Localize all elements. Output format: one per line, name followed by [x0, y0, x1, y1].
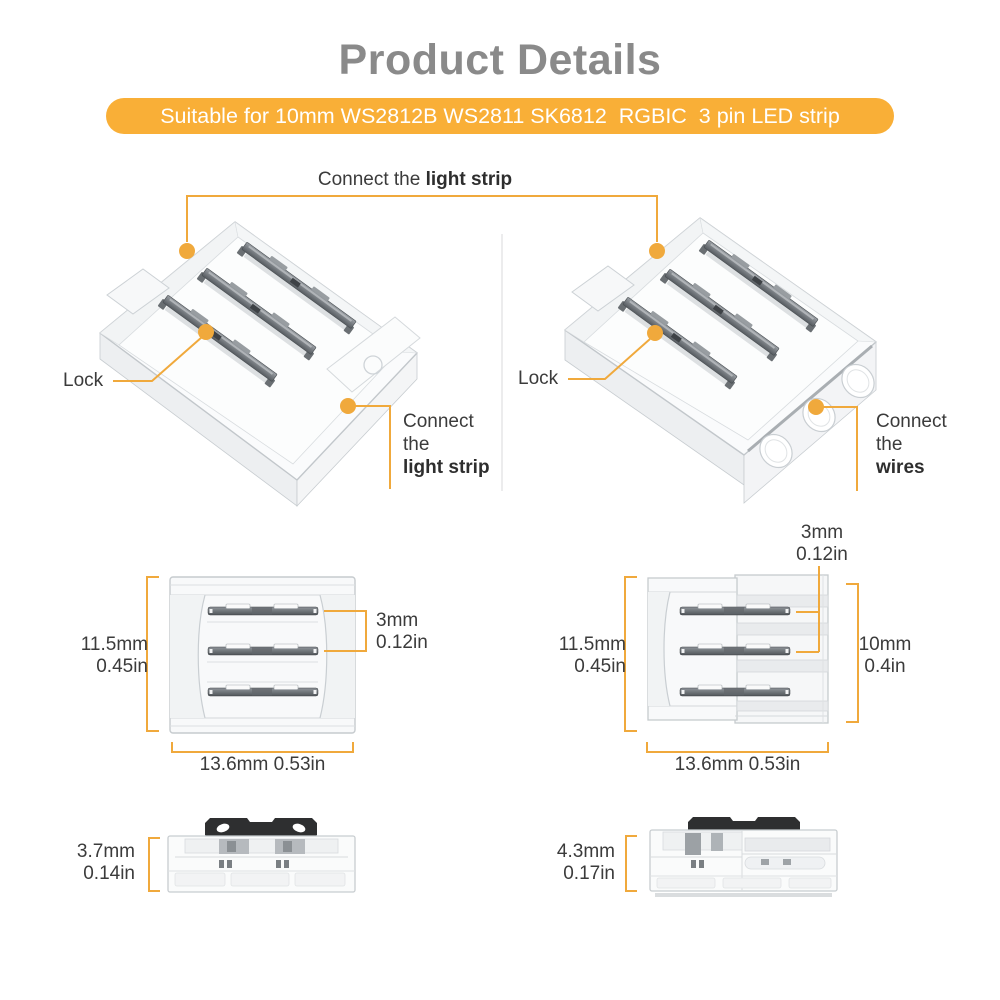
- page-title: Product Details: [338, 36, 662, 84]
- dim-right-depth-in: 0.4in: [864, 656, 906, 677]
- dim-left-pitch-in: 0.12in: [376, 632, 428, 653]
- connect-light-strip-top-label: Connect the light strip: [265, 168, 565, 191]
- left-connect-line2: the: [403, 434, 430, 455]
- dim-right-thickness-in: 0.17in: [563, 863, 615, 884]
- right-connector-illustration: [564, 217, 878, 504]
- dim-right-height-label: 11.5mm 0.45in: [533, 634, 626, 678]
- dim-left-thickness-bracket: [148, 837, 160, 892]
- dim-left-pitch-mm: 3mm: [376, 610, 419, 631]
- dim-right-thickness-mm: 4.3mm: [556, 841, 615, 862]
- left-lock-label: Lock: [63, 370, 104, 391]
- dim-right-pitch-in: 0.12in: [796, 544, 848, 565]
- right-connect-line1: Connect: [876, 411, 947, 432]
- dim-right-depth-label: 10mm 0.4in: [853, 634, 917, 678]
- left-connector-side-view: [167, 818, 356, 893]
- left-connect-line3: light strip: [403, 457, 490, 478]
- strip-slot-rail: [747, 344, 873, 453]
- right-connector-side-view: [649, 817, 838, 897]
- left-connect-strip-label: Connect the light strip: [403, 410, 490, 479]
- right-connect-wires-label: Connect the wires: [876, 410, 947, 479]
- left-connect-line1: Connect: [403, 411, 474, 432]
- right-connect-line3: wires: [876, 457, 925, 478]
- dim-right-width-label: 13.6mm 0.53in: [674, 754, 801, 775]
- dim-left-thickness-label: 3.7mm 0.14in: [48, 841, 135, 885]
- dim-right-pitch-mm: 3mm: [800, 522, 844, 543]
- dim-right-pitch-label: 3mm 0.12in: [782, 522, 862, 566]
- dim-right-width-bracket: [646, 742, 829, 753]
- connect-light-strip-top-prefix: Connect the: [317, 169, 426, 190]
- right-lock-label: Lock: [518, 368, 559, 389]
- dim-left-width-bracket: [171, 742, 354, 753]
- dim-left-height-mm: 11.5mm: [80, 634, 148, 655]
- dim-right-height-bracket: [624, 576, 637, 732]
- dim-right-height-mm: 11.5mm: [558, 634, 626, 655]
- right-connector-top-view: [647, 574, 829, 724]
- dim-left-height-label: 11.5mm 0.45in: [55, 634, 148, 678]
- dim-left-width-label: 13.6mm 0.53in: [199, 754, 326, 775]
- dim-right-thickness-label: 4.3mm 0.17in: [528, 841, 615, 885]
- dim-left-pitch-label: 3mm 0.12in: [376, 610, 428, 654]
- dim-right-thickness-bracket: [625, 835, 637, 892]
- left-connector-top-view: [169, 576, 356, 734]
- dim-right-height-in: 0.45in: [574, 656, 626, 677]
- dim-left-height-bracket: [146, 576, 159, 732]
- screw-hole: [363, 355, 383, 375]
- right-connect-line2: the: [876, 434, 903, 455]
- compatibility-banner: Suitable for 10mm WS2812B WS2811 SK6812 …: [106, 98, 894, 134]
- connect-light-strip-top-bold: light strip: [425, 169, 513, 190]
- compatibility-banner-text: Suitable for 10mm WS2812B WS2811 SK6812 …: [160, 103, 840, 128]
- dim-left-thickness-mm: 3.7mm: [76, 841, 135, 862]
- black-clip: [205, 818, 317, 839]
- dim-left-thickness-in: 0.14in: [83, 863, 135, 884]
- dim-left-height-in: 0.45in: [96, 656, 148, 677]
- dim-right-depth-mm: 10mm: [858, 634, 912, 655]
